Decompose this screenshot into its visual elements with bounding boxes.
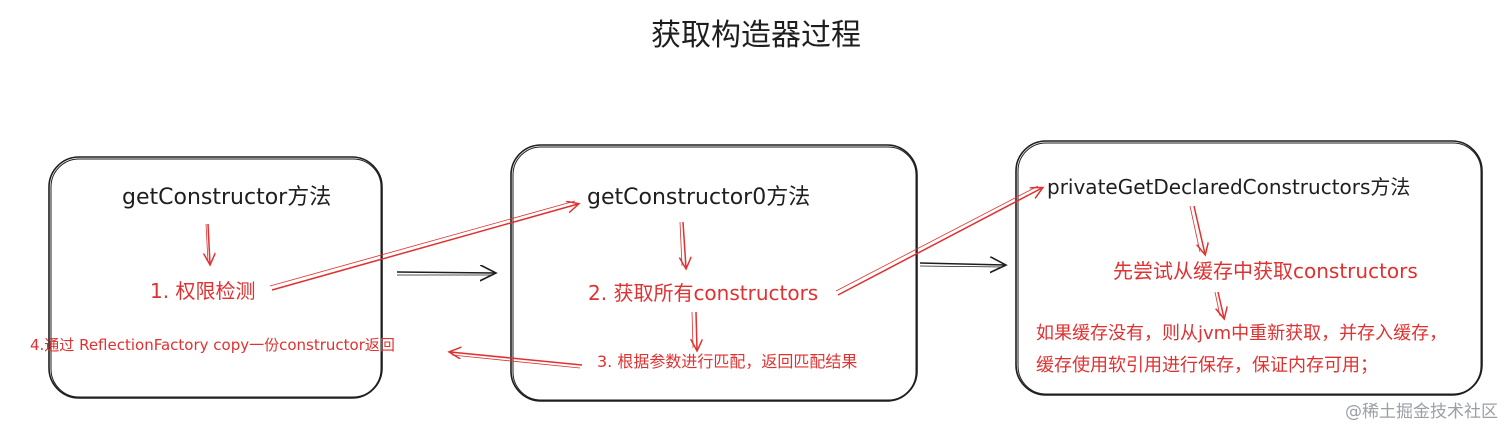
- watermark: @稀土掘金技术社区: [1345, 402, 1498, 422]
- box-get-constructor0: [510, 144, 918, 402]
- label-cache-miss-line2: 缓存使用软引用进行保存，保证内存可用；: [1036, 355, 1378, 376]
- box-private-get-declared-constructors: [1015, 140, 1483, 396]
- label-permission-check: 1. 权限检测: [150, 279, 256, 303]
- label-getconstructor-method: getConstructor方法: [122, 185, 332, 210]
- arrow-step2-to-step3: [696, 311, 697, 350]
- label-get-all-constructors: 2. 获取所有constructors: [588, 281, 819, 305]
- diagram-title: 获取构造器过程: [651, 18, 861, 53]
- arrow-method-to-permission-check: [208, 223, 210, 264]
- arrow-permission-check-to-getconstructor0: [271, 204, 578, 291]
- label-reflection-factory-copy: 4.通过 ReflectionFactory copy一份constructor…: [30, 336, 395, 354]
- label-cache-try: 先尝试从缓存中获取constructors: [1113, 259, 1418, 283]
- label-private-get-declared-constructors-method: privateGetDeclaredConstructors方法: [1047, 175, 1411, 199]
- arrow-step2-to-private-get-declared: [837, 188, 1042, 296]
- arrow-step3-to-step4: [450, 352, 583, 366]
- flow-arrows: [396, 263, 1005, 275]
- label-match-parameters: 3. 根据参数进行匹配，返回匹配结果: [597, 352, 858, 371]
- arrow-method-to-cache-try: [1193, 205, 1205, 254]
- label-cache-miss-line1: 如果缓存没有，则从jvm中重新获取，并存入缓存，: [1036, 323, 1448, 344]
- arrow-box2-to-box3: [919, 263, 1005, 265]
- arrow-box1-to-box2: [396, 272, 495, 273]
- label-getconstructor0-method: getConstructor0方法: [587, 185, 811, 210]
- arrow-getconstructor0-to-step2: [683, 221, 686, 268]
- arrow-cache-try-to-cache-miss: [1218, 291, 1224, 318]
- box-get-constructor: [48, 156, 383, 399]
- red-arrows: [206, 185, 1224, 369]
